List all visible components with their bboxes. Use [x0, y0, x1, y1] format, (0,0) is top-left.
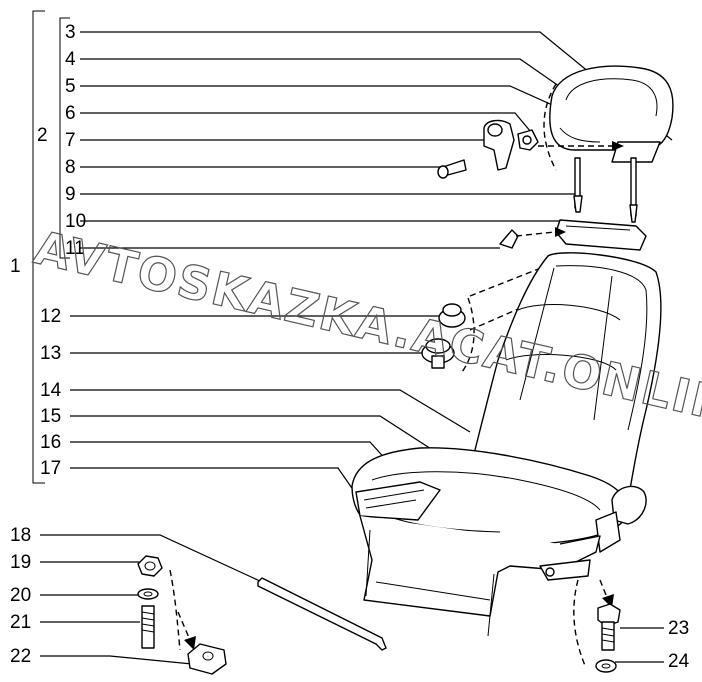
headrest [549, 65, 674, 223]
nut-19 [137, 555, 163, 577]
callout-19: 19 [10, 552, 31, 573]
group-label-1: 1 [10, 256, 21, 277]
callout-23: 23 [668, 618, 689, 639]
callout-8: 8 [65, 157, 76, 178]
callout-labels: 3 4 5 6 7 8 9 10 11 12 13 14 15 16 17 18… [10, 22, 690, 672]
seat-frame [359, 515, 601, 637]
callout-6: 6 [65, 103, 76, 124]
seat-back-14 [469, 252, 662, 501]
rod-18 [257, 577, 387, 651]
callout-18: 18 [10, 525, 31, 546]
callout-24: 24 [668, 651, 690, 672]
washer-24 [595, 659, 617, 673]
group-bracket-1: 1 [10, 10, 45, 484]
callout-20: 20 [10, 585, 31, 606]
group-label-2: 2 [37, 125, 48, 146]
callout-16: 16 [40, 432, 61, 453]
recline-handle [595, 485, 647, 553]
bolt-23 [597, 603, 621, 651]
callout-4: 4 [65, 49, 76, 70]
callout-10: 10 [65, 211, 86, 232]
callout-11: 11 [65, 238, 85, 259]
leader-lines [40, 31, 673, 665]
knob-13 [421, 338, 455, 369]
callout-13: 13 [40, 343, 61, 364]
trim-cover-10 [555, 219, 647, 251]
callout-17: 17 [40, 458, 61, 479]
callout-5: 5 [65, 76, 76, 97]
callout-7: 7 [65, 130, 76, 151]
callout-14: 14 [40, 380, 62, 401]
bracket-22 [187, 643, 227, 675]
group-bracket-2: 2 [37, 17, 70, 259]
stud-21 [141, 605, 155, 649]
grommet-12 [438, 303, 466, 328]
screw-8 [437, 159, 467, 179]
callout-21: 21 [10, 612, 31, 633]
callout-9: 9 [65, 184, 76, 205]
washer-20 [137, 588, 159, 600]
callout-12: 12 [40, 306, 61, 327]
callout-3: 3 [65, 22, 76, 43]
headrest-guide-bracket [483, 119, 539, 171]
callout-22: 22 [10, 646, 31, 667]
side-panel-17 [355, 481, 441, 521]
callout-15: 15 [40, 406, 61, 427]
clip-11 [499, 229, 519, 249]
